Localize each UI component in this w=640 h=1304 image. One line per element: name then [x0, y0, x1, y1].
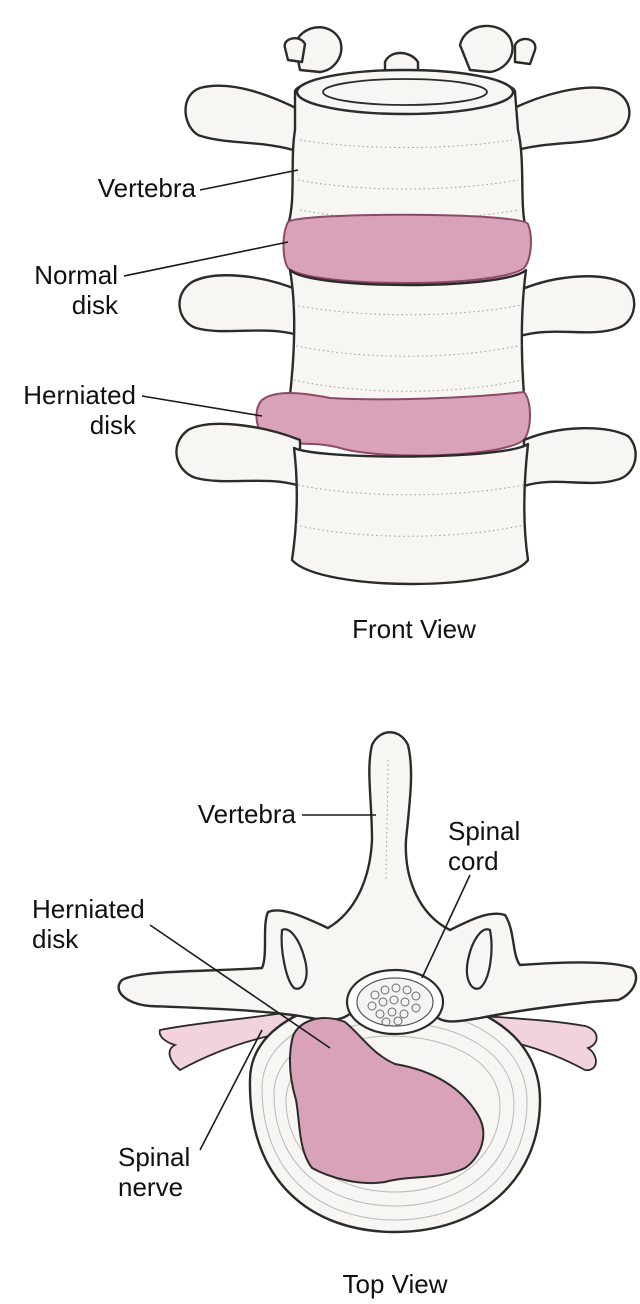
front-vertebra-3: [290, 442, 530, 586]
label-top-herniated-line2: disk: [32, 924, 79, 954]
label-front-normal-line1: Normal: [34, 260, 118, 290]
label-front-herniated-line2: disk: [90, 410, 137, 440]
top-spinal-nerve-left: [158, 1011, 302, 1072]
front-transverse-process-right-3: [522, 426, 637, 488]
front-normal-disk: [282, 213, 532, 284]
caption-top-view: Top View: [342, 1269, 447, 1299]
top-view: Vertebra Spinal cord Herniated disk Spin…: [32, 731, 638, 1299]
label-top-spinal-nerve-line2: nerve: [118, 1172, 183, 1202]
label-top-spinal-nerve-line1: Spinal: [118, 1142, 190, 1172]
label-top-spinal-cord-line1: Spinal: [448, 816, 520, 846]
label-front-vertebra: Vertebra: [98, 173, 197, 203]
label-top-spinal-cord-line2: cord: [448, 846, 499, 876]
front-vertebra-2: [288, 268, 528, 412]
front-transverse-process-right-1: [508, 86, 631, 154]
top-facet-left: [280, 928, 308, 990]
label-top-vertebra: Vertebra: [198, 799, 297, 829]
front-view: Vertebra Normal disk Herniated disk Fron…: [23, 24, 637, 644]
leader-front-normal-disk: [123, 241, 289, 277]
leader-top-spinal-cord: [421, 874, 471, 979]
leader-front-vertebra: [199, 169, 299, 191]
front-transverse-process-left-1: [184, 84, 302, 154]
label-front-normal-line2: disk: [72, 290, 119, 320]
front-vertebra-1: [286, 68, 527, 244]
leader-top-spinal-nerve: [199, 1029, 263, 1151]
front-transverse-process-right-2: [518, 275, 636, 338]
front-transverse-process-left-2: [178, 274, 300, 337]
front-transverse-process-left-3: [175, 422, 302, 488]
top-spinal-cord: [345, 968, 445, 1036]
label-top-herniated-line1: Herniated: [32, 894, 145, 924]
caption-front-view: Front View: [352, 614, 476, 644]
top-herniated-disk: [288, 1017, 485, 1184]
label-front-herniated-line1: Herniated: [23, 380, 136, 410]
front-top-processes: [283, 24, 537, 74]
leader-front-herniated-disk: [141, 395, 263, 417]
leader-top-herniated-disk: [149, 924, 331, 1049]
top-facet-right: [465, 928, 493, 990]
